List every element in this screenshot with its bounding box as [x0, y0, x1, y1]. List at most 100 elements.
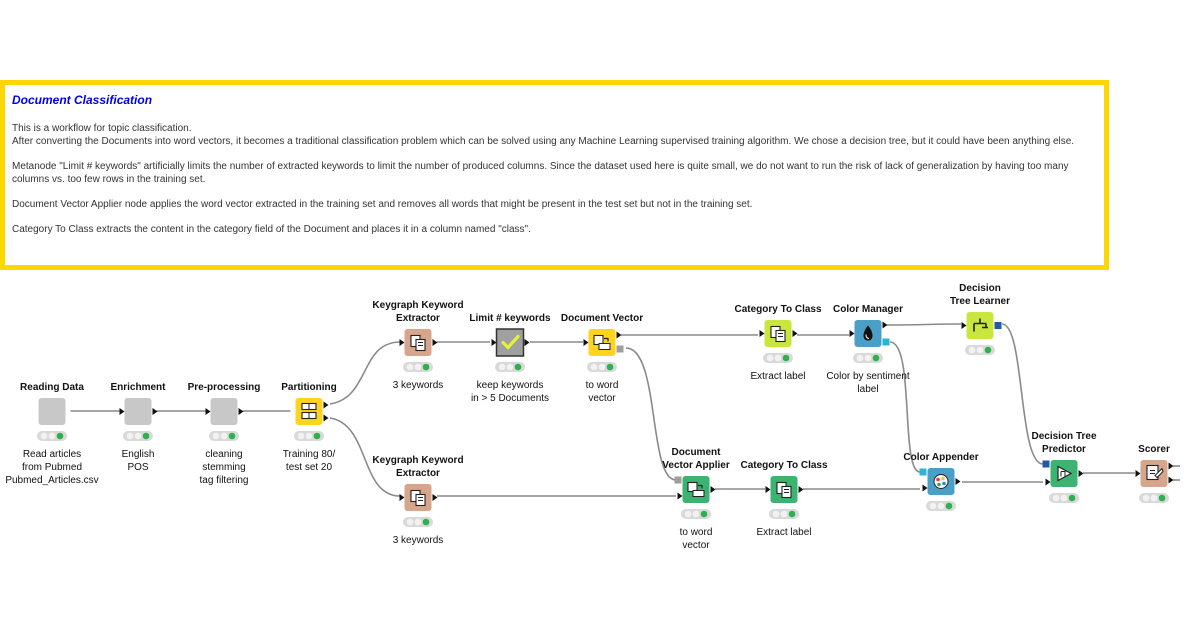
- tree-predict-icon: [1057, 465, 1073, 482]
- node-title-dtl: Decision: [959, 283, 1001, 294]
- node-title-dtl: Tree Learner: [950, 296, 1010, 307]
- node-desc-docvec: vector: [588, 393, 616, 404]
- node-title-partition: Partitioning: [281, 382, 337, 393]
- connection-colormgr-colorapp[interactable]: [889, 341, 921, 473]
- ports-cat1: [759, 330, 798, 337]
- node-title-reading: Reading Data: [20, 382, 84, 393]
- status-lights-kge1: [403, 362, 433, 372]
- node-title-dva: Document: [672, 447, 722, 458]
- vector-icon: [687, 481, 705, 497]
- node-body-enrich[interactable]: [124, 398, 152, 425]
- node-body-partition[interactable]: [295, 398, 323, 425]
- keyword-icon: [410, 334, 426, 352]
- node-body-preproc[interactable]: [210, 398, 238, 425]
- drop-icon: [863, 325, 873, 341]
- status-lights-kge2: [403, 517, 433, 527]
- workflow-annotation: Document Classification This is a workfl…: [0, 80, 1109, 270]
- status-lights-dtl: [965, 345, 995, 355]
- status-lights-colormgr: [853, 353, 883, 363]
- ports-colorapp: [919, 468, 961, 492]
- ports-partition: [323, 401, 329, 422]
- node-colorapp[interactable]: Color Appender: [903, 452, 979, 511]
- ports-colormgr: [849, 321, 890, 346]
- ports-preproc: [205, 408, 244, 415]
- node-title-cat1: Category To Class: [734, 304, 821, 315]
- ports-dtp: [1042, 460, 1084, 486]
- node-title-scorer: Scorer: [1138, 444, 1170, 455]
- node-desc-cat1: Extract label: [750, 371, 805, 382]
- annotation-paragraph-3: Document Vector Applier node applies the…: [12, 199, 753, 210]
- node-desc-kge2: 3 keywords: [393, 535, 444, 546]
- keyword-icon: [410, 489, 426, 507]
- status-lights-preproc: [209, 431, 239, 441]
- node-title-cat2: Category To Class: [740, 460, 827, 471]
- node-title-limit: Limit # keywords: [469, 313, 551, 324]
- node-title-dva: Vector Applier: [662, 460, 730, 471]
- ports-cat2: [765, 486, 804, 493]
- node-desc-preproc: tag filtering: [200, 475, 249, 486]
- node-title-kge1: Extractor: [396, 313, 440, 324]
- node-desc-enrich: English: [122, 449, 155, 460]
- connection-dtl-dtp[interactable]: [1001, 323, 1044, 465]
- node-title-kge2: Extractor: [396, 468, 440, 479]
- node-desc-partition: Training 80/: [283, 449, 336, 460]
- tree-icon: [973, 318, 988, 332]
- node-body-reading[interactable]: [38, 398, 66, 425]
- node-body-limit[interactable]: [495, 328, 525, 357]
- annotation-paragraph-2: Metanode "Limit # keywords" artificially…: [12, 161, 1069, 185]
- ports-scorer: [1135, 462, 1174, 484]
- status-lights-enrich: [123, 431, 153, 441]
- connection-partition-kge2[interactable]: [329, 417, 401, 497]
- node-desc-colormgr: Color by sentiment: [826, 371, 910, 382]
- score-icon: [1146, 464, 1164, 481]
- node-scorer[interactable]: Scorer: [1135, 444, 1174, 503]
- connection-partition-kge1[interactable]: [329, 341, 401, 405]
- annotation-paragraph-1: This is a workflow for topic classificat…: [12, 123, 1075, 147]
- node-desc-partition: test set 20: [286, 462, 333, 473]
- status-lights-partition: [294, 431, 324, 441]
- node-desc-kge1: 3 keywords: [393, 380, 444, 391]
- node-desc-cat2: Extract label: [756, 527, 811, 538]
- node-title-dtp: Decision Tree: [1031, 431, 1096, 442]
- status-lights-reading: [37, 431, 67, 441]
- connections: [70, 323, 1180, 497]
- node-title-preproc: Pre-processing: [188, 382, 261, 393]
- annotation-paragraph-4: Category To Class extracts the content i…: [12, 224, 531, 235]
- palette-icon: [933, 474, 949, 489]
- connection-colormgr-dtl[interactable]: [886, 323, 962, 326]
- node-title-colormgr: Color Manager: [833, 304, 903, 315]
- ports-docvec: [583, 331, 624, 353]
- ports-dva: [674, 476, 716, 500]
- node-title-docvec: Document Vector: [561, 313, 643, 324]
- status-lights-cat2: [769, 509, 799, 519]
- status-lights-limit: [495, 362, 525, 372]
- ports-dtl: [961, 322, 1002, 329]
- status-lights-dtp: [1049, 493, 1079, 503]
- connection-docvec-dva[interactable]: [625, 347, 677, 481]
- node-body-dtl[interactable]: [966, 312, 994, 339]
- keyword-icon: [776, 481, 792, 499]
- node-desc-reading: Read articles: [23, 449, 81, 460]
- table-split-icon: [301, 402, 317, 420]
- status-lights-cat1: [763, 353, 793, 363]
- keyword-icon: [770, 325, 786, 343]
- ports-enrich: [119, 408, 158, 415]
- status-lights-dva: [681, 509, 711, 519]
- node-desc-limit: in > 5 Documents: [471, 393, 549, 404]
